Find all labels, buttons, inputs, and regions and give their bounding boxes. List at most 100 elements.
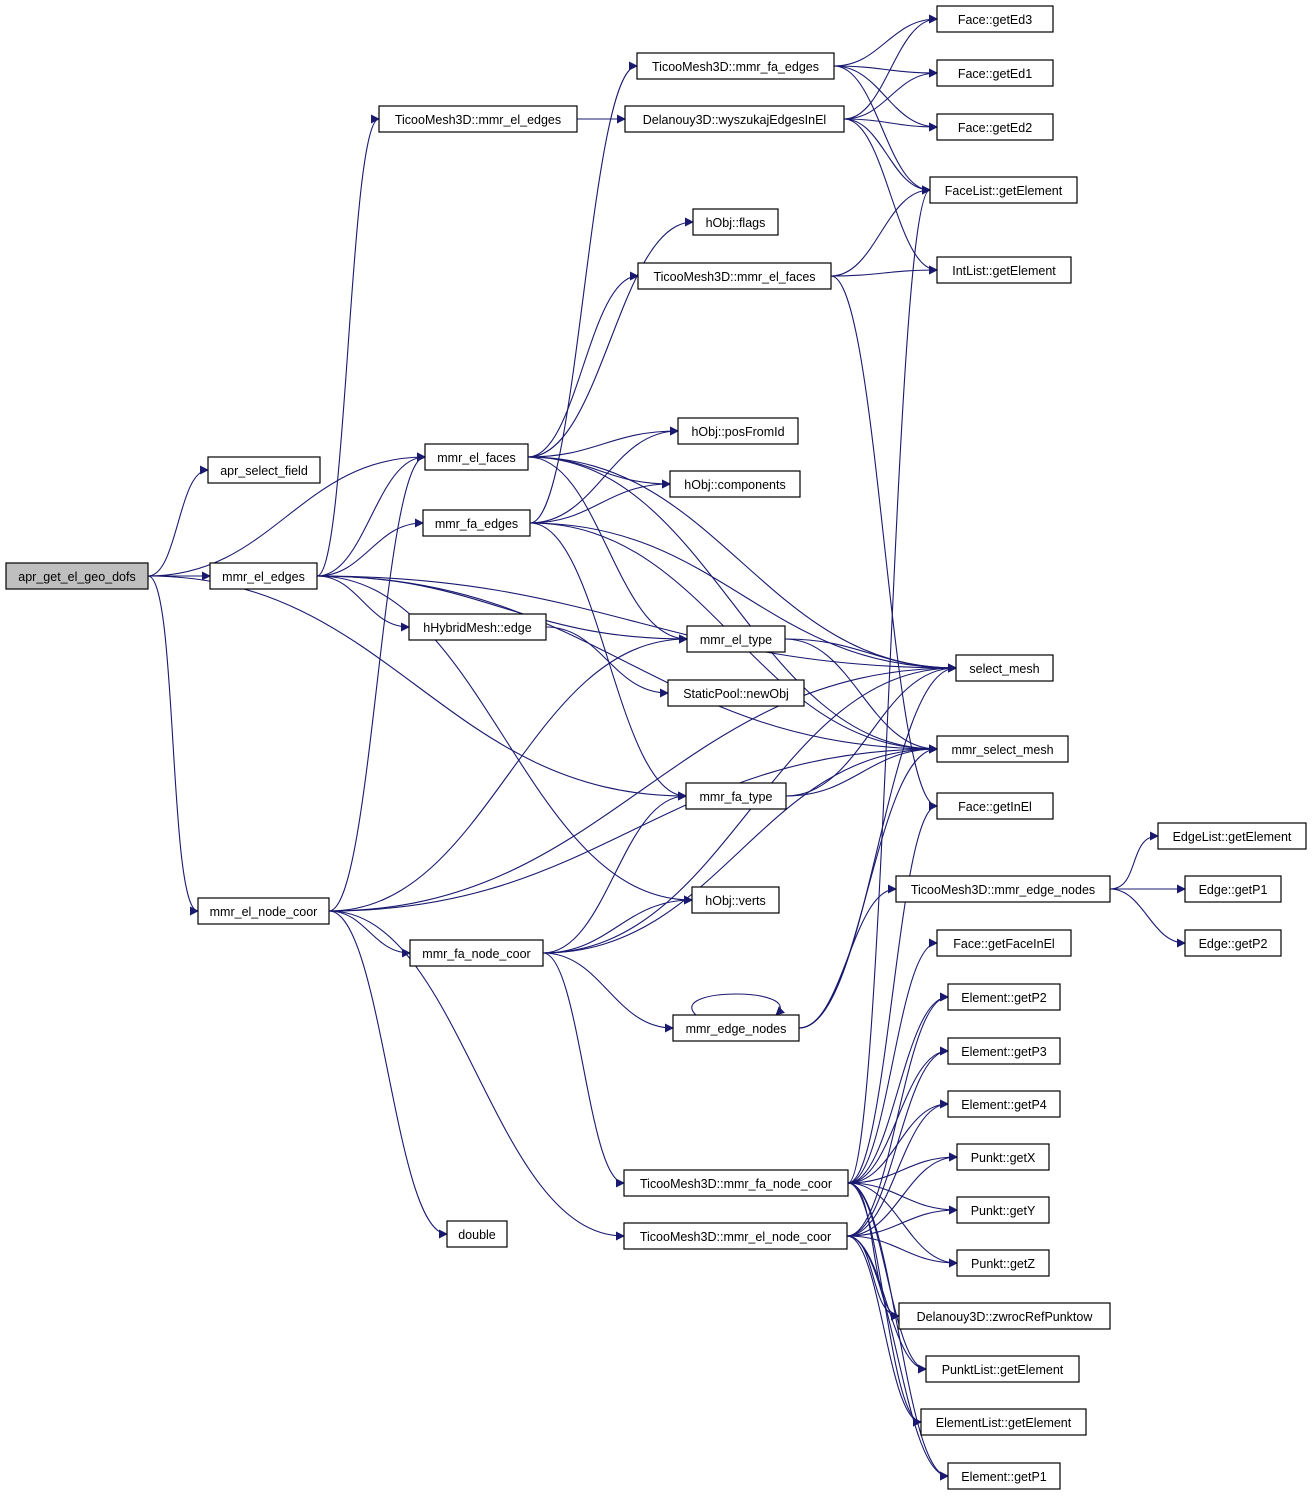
node-label: TicooMesh3D::mmr_el_node_coor [640, 1230, 831, 1244]
node-box[interactable] [5, 562, 149, 590]
node-element-getP1[interactable]: Element::getP1 [947, 1462, 1061, 1490]
node-mmr-select-mesh[interactable]: mmr_select_mesh [936, 735, 1069, 763]
node-delanouy-wyszukaj[interactable]: Delanouy3D::wyszukajEdgesInEl [624, 105, 845, 133]
node-mmr-edge-nodes[interactable]: mmr_edge_nodes [672, 1014, 800, 1042]
node-apr-select-field[interactable]: apr_select_field [207, 456, 321, 484]
node-t-mmr-fa-edges[interactable]: TicooMesh3D::mmr_fa_edges [636, 52, 835, 80]
node-box[interactable] [898, 1302, 1111, 1330]
node-face-getEd3[interactable]: Face::getEd3 [936, 5, 1054, 33]
node-box[interactable] [936, 113, 1054, 141]
node-hObj-verts[interactable]: hObj::verts [691, 886, 780, 914]
node-box[interactable] [936, 59, 1054, 87]
node-delanouy-zwroc[interactable]: Delanouy3D::zwrocRefPunktow [898, 1302, 1111, 1330]
node-box[interactable] [1184, 929, 1282, 957]
node-box[interactable] [925, 1355, 1080, 1383]
edge-t_mmr_fa_node_coor-to-element_getP3 [847, 1046, 949, 1184]
node-double[interactable]: double [446, 1220, 508, 1248]
edge-root-to-mmr_el_node_coor [147, 575, 199, 916]
node-punkt-getX[interactable]: Punkt::getX [956, 1143, 1050, 1171]
node-box[interactable] [422, 509, 531, 537]
node-box[interactable] [936, 256, 1072, 284]
node-box[interactable] [197, 897, 330, 925]
node-box[interactable] [685, 782, 787, 810]
node-box[interactable] [207, 456, 321, 484]
node-label: mmr_select_mesh [951, 743, 1053, 757]
node-face-getEd2[interactable]: Face::getEd2 [936, 113, 1054, 141]
node-element-getP2[interactable]: Element::getP2 [947, 983, 1061, 1011]
node-box[interactable] [686, 625, 786, 653]
node-root[interactable]: apr_get_el_geo_dofs [5, 562, 149, 590]
node-punkt-getZ[interactable]: Punkt::getZ [956, 1249, 1050, 1277]
node-mmr-fa-edges[interactable]: mmr_fa_edges [422, 509, 531, 537]
node-t-mmr-el-node-coor[interactable]: TicooMesh3D::mmr_el_node_coor [623, 1222, 848, 1250]
node-punkt-getY[interactable]: Punkt::getY [956, 1196, 1050, 1224]
node-mmr-el-type[interactable]: mmr_el_type [686, 625, 786, 653]
node-mmr-fa-node-coor[interactable]: mmr_fa_node_coor [409, 939, 544, 967]
node-mmr-el-edges[interactable]: mmr_el_edges [209, 562, 318, 590]
node-box[interactable] [623, 1169, 849, 1197]
node-box[interactable] [947, 1037, 1061, 1065]
node-box[interactable] [378, 105, 578, 133]
node-face-getEd1[interactable]: Face::getEd1 [936, 59, 1054, 87]
node-mmr-el-node-coor[interactable]: mmr_el_node_coor [197, 897, 330, 925]
node-face-getFaceInEl[interactable]: Face::getFaceInEl [936, 929, 1072, 957]
node-element-getP3[interactable]: Element::getP3 [947, 1037, 1061, 1065]
node-box[interactable] [936, 929, 1072, 957]
node-edge-getP1[interactable]: Edge::getP1 [1184, 875, 1282, 903]
node-box[interactable] [947, 983, 1061, 1011]
node-box[interactable] [1157, 822, 1307, 850]
node-hObj-flags[interactable]: hObj::flags [692, 208, 779, 236]
node-edgelist-getElement[interactable]: EdgeList::getElement [1157, 822, 1307, 850]
node-box[interactable] [947, 1090, 1061, 1118]
node-box[interactable] [929, 176, 1078, 204]
node-t-mmr-fa-node-coor[interactable]: TicooMesh3D::mmr_fa_node_coor [623, 1169, 849, 1197]
node-t-mmr-el-edges[interactable]: TicooMesh3D::mmr_el_edges [378, 105, 578, 133]
node-hObj-components[interactable]: hObj::components [669, 470, 801, 498]
node-edge-getP2[interactable]: Edge::getP2 [1184, 929, 1282, 957]
node-box[interactable] [956, 1196, 1050, 1224]
node-box[interactable] [691, 886, 780, 914]
node-box[interactable] [624, 105, 845, 133]
node-box[interactable] [669, 470, 801, 498]
node-punktlist-getElement[interactable]: PunktList::getElement [925, 1355, 1080, 1383]
node-box[interactable] [936, 5, 1054, 33]
node-box[interactable] [667, 679, 805, 707]
node-box[interactable] [637, 262, 832, 290]
node-t-mmr-el-faces[interactable]: TicooMesh3D::mmr_el_faces [637, 262, 832, 290]
node-hObj-posFromId[interactable]: hObj::posFromId [677, 417, 799, 445]
node-mmr-fa-type[interactable]: mmr_fa_type [685, 782, 787, 810]
node-mmr-el-faces[interactable]: mmr_el_faces [424, 443, 529, 471]
node-box[interactable] [692, 208, 779, 236]
node-box[interactable] [955, 654, 1054, 682]
node-label: mmr_fa_edges [435, 517, 518, 531]
node-box[interactable] [446, 1220, 508, 1248]
edge-mmr_fa_edges-to-select_mesh [529, 522, 957, 673]
node-box[interactable] [672, 1014, 800, 1042]
edge-mmr_el_node_coor-to-mmr_el_type [328, 634, 688, 912]
node-intlist-getElement[interactable]: IntList::getElement [936, 256, 1072, 284]
node-box[interactable] [947, 1462, 1061, 1490]
node-box[interactable] [956, 1143, 1050, 1171]
node-facelist-getElement[interactable]: FaceList::getElement [929, 176, 1078, 204]
node-select-mesh[interactable]: select_mesh [955, 654, 1054, 682]
node-staticpool-newobj[interactable]: StaticPool::newObj [667, 679, 805, 707]
node-box[interactable] [895, 875, 1111, 903]
node-box[interactable] [956, 1249, 1050, 1277]
node-box[interactable] [936, 792, 1054, 820]
node-box[interactable] [209, 562, 318, 590]
node-hHybridMesh-edge[interactable]: hHybridMesh::edge [408, 613, 547, 641]
node-elementlist-getElement[interactable]: ElementList::getElement [920, 1408, 1087, 1436]
node-box[interactable] [408, 613, 547, 641]
edge-mmr_el_edges-to-mmr_fa_edges [316, 518, 424, 577]
node-t-mmr-edge-nodes[interactable]: TicooMesh3D::mmr_edge_nodes [895, 875, 1111, 903]
node-box[interactable] [1184, 875, 1282, 903]
node-box[interactable] [409, 939, 544, 967]
node-box[interactable] [936, 735, 1069, 763]
node-box[interactable] [424, 443, 529, 471]
node-box[interactable] [920, 1408, 1087, 1436]
node-box[interactable] [623, 1222, 848, 1250]
node-box[interactable] [677, 417, 799, 445]
node-element-getP4[interactable]: Element::getP4 [947, 1090, 1061, 1118]
node-face-getInEl[interactable]: Face::getInEl [936, 792, 1054, 820]
node-box[interactable] [636, 52, 835, 80]
